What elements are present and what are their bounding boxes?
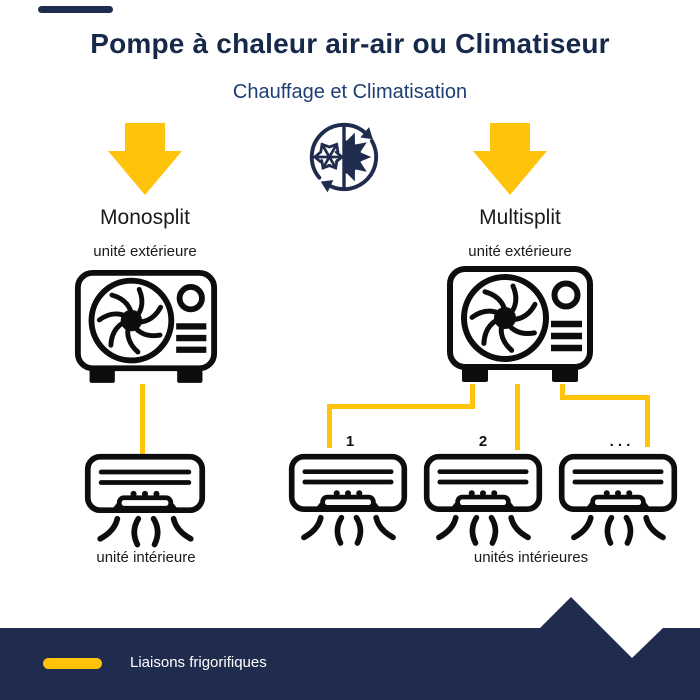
indoor-unit-icon xyxy=(423,453,543,546)
indoor-unit-number-2: 2 xyxy=(478,433,488,450)
refrigerant-line-mono xyxy=(140,384,145,455)
page-subtitle: Chauffage et Climatisation xyxy=(232,81,468,103)
refrigerant-line-left-drop xyxy=(470,384,475,409)
outdoor-unit-icon xyxy=(74,269,218,383)
indoor-unit-number-more: . . . xyxy=(609,433,631,450)
refrigerant-line-legend-swatch xyxy=(43,658,102,669)
monosplit-outdoor-label: unité extérieure xyxy=(93,243,197,260)
multisplit-indoor-label: unités intérieures xyxy=(473,549,589,566)
refrigerant-line-right-drop xyxy=(560,384,565,400)
refrigerant-line-center xyxy=(515,384,520,450)
outdoor-unit-icon xyxy=(447,266,593,382)
monosplit-indoor-label: unité intérieure xyxy=(96,549,196,566)
page-title: Pompe à chaleur air-air ou Climatiseur xyxy=(90,28,610,59)
indoor-unit-number-1: 1 xyxy=(345,433,355,450)
top-accent-bar xyxy=(38,6,113,13)
multisplit-title: Multisplit xyxy=(479,206,561,229)
refrigerant-line-left-run xyxy=(327,404,475,409)
indoor-unit-icon xyxy=(84,453,206,548)
refrigerant-line-legend-label: Liaisons frigorifiques xyxy=(130,654,267,671)
indoor-unit-icon xyxy=(558,453,678,546)
down-arrow-icon xyxy=(473,123,547,195)
down-arrow-icon xyxy=(108,123,182,195)
monosplit-title: Monosplit xyxy=(100,206,190,229)
refrigerant-line-right-down xyxy=(645,395,650,447)
refrigerant-line-left-down xyxy=(327,404,332,448)
heating-cooling-cycle-icon xyxy=(309,122,379,193)
footer-background xyxy=(0,597,700,700)
refrigerant-line-right-run xyxy=(560,395,650,400)
indoor-unit-icon xyxy=(288,453,408,546)
multisplit-outdoor-label: unité extérieure xyxy=(468,243,572,260)
